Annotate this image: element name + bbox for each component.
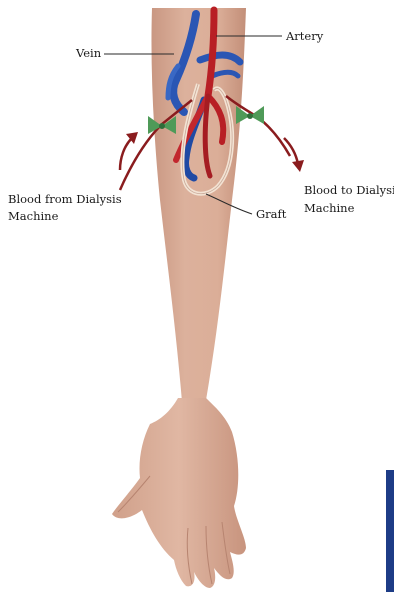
blood-to-label-line2: Machine bbox=[304, 201, 355, 215]
vein-label: Vein bbox=[75, 46, 102, 60]
blood-from-label-line1: Blood from Dialysis bbox=[8, 192, 122, 206]
hand bbox=[112, 398, 246, 588]
graft-label: Graft bbox=[256, 207, 287, 221]
right-flow-arrow-icon bbox=[284, 138, 304, 172]
corner-accent bbox=[386, 470, 394, 592]
artery-label: Artery bbox=[285, 29, 324, 43]
left-flow-arrow-icon bbox=[120, 132, 138, 170]
blood-from-label-line2: Machine bbox=[8, 209, 59, 223]
forearm bbox=[151, 8, 246, 402]
blood-to-label-line1: Blood to Dialysis bbox=[304, 183, 394, 197]
